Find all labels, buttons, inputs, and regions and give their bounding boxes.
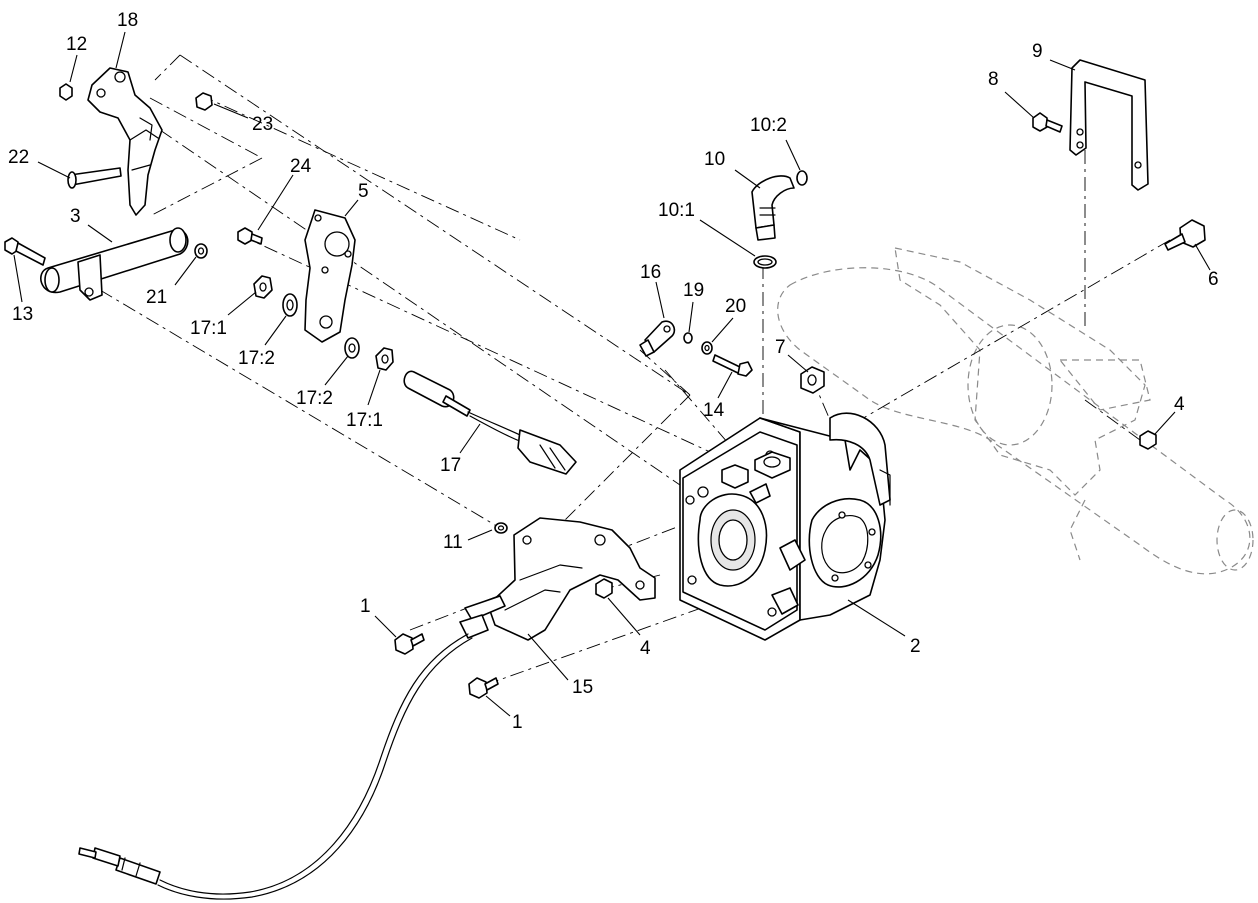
callout-1-upper: 1 bbox=[360, 596, 371, 617]
part-11-washer bbox=[494, 522, 508, 534]
part-13-bolt bbox=[4, 237, 46, 266]
part-21-washer bbox=[194, 243, 208, 259]
part-17-2-washer-lower bbox=[344, 337, 360, 359]
part-24-screw bbox=[237, 227, 263, 245]
callout-14: 14 bbox=[703, 400, 725, 421]
frame-outline bbox=[777, 247, 1254, 575]
callout-12: 12 bbox=[66, 34, 87, 55]
callout-11: 11 bbox=[443, 532, 463, 553]
callout-labels: 18 12 23 22 3 13 21 24 5 17:1 17:2 17:2 … bbox=[8, 10, 1219, 733]
part-16-rod-end bbox=[639, 320, 676, 357]
part-17-2-washer-upper bbox=[282, 293, 298, 317]
callout-6: 6 bbox=[1208, 269, 1219, 290]
callout-17-2-upper: 17:2 bbox=[238, 348, 275, 369]
part-1-bolt-upper bbox=[394, 633, 425, 655]
callout-18: 18 bbox=[117, 10, 138, 31]
part-22-pin bbox=[67, 167, 122, 189]
callout-10-2: 10:2 bbox=[750, 115, 787, 136]
part-4-nut-right bbox=[1139, 430, 1157, 450]
part-1-bolt-lower bbox=[468, 677, 499, 699]
part-6-bolt bbox=[1164, 219, 1206, 251]
callout-8: 8 bbox=[988, 69, 999, 90]
part-3-cylinder bbox=[40, 227, 189, 301]
callout-4-center: 4 bbox=[640, 638, 651, 659]
callout-22: 22 bbox=[8, 147, 29, 168]
callout-16: 16 bbox=[640, 262, 661, 283]
part-9-bracket bbox=[1069, 59, 1149, 191]
callout-17: 17 bbox=[440, 455, 461, 476]
part-17-1-nut-upper bbox=[253, 275, 273, 299]
callout-21: 21 bbox=[146, 287, 167, 308]
callout-5: 5 bbox=[358, 181, 369, 202]
part-14-bolt bbox=[712, 354, 753, 377]
callout-10-1: 10:1 bbox=[658, 200, 695, 221]
callout-17-1-upper: 17:1 bbox=[190, 318, 227, 339]
part-19-washer bbox=[683, 332, 693, 344]
part-10-elbow-fitting bbox=[751, 175, 795, 241]
callout-10: 10 bbox=[704, 149, 725, 170]
callout-17-1-lower: 17:1 bbox=[346, 410, 383, 431]
part-18-lever-arm bbox=[87, 67, 163, 216]
part-20-washer bbox=[701, 341, 713, 355]
part-23-nut bbox=[195, 92, 213, 111]
part-10-1-o-ring bbox=[753, 255, 777, 269]
part-17-sensor bbox=[403, 370, 577, 475]
part-15-control-bracket bbox=[464, 517, 656, 641]
callout-23: 23 bbox=[252, 114, 273, 135]
part-5-mounting-plate bbox=[304, 209, 356, 343]
callout-1-lower: 1 bbox=[512, 712, 523, 733]
callout-2: 2 bbox=[910, 636, 921, 657]
part-17-1-nut-lower bbox=[375, 347, 394, 371]
callout-17-2-lower: 17:2 bbox=[296, 388, 333, 409]
part-7-nut bbox=[800, 366, 825, 394]
callout-20: 20 bbox=[725, 296, 746, 317]
callout-19: 19 bbox=[683, 280, 704, 301]
callout-9: 9 bbox=[1032, 41, 1043, 62]
part-8-bolt bbox=[1032, 112, 1063, 133]
part-4-nut-center bbox=[595, 578, 613, 599]
part-12-nut bbox=[59, 83, 73, 101]
control-cable bbox=[78, 614, 489, 900]
callout-3: 3 bbox=[70, 206, 81, 227]
callout-7: 7 bbox=[775, 337, 786, 358]
part-10-2-o-ring bbox=[796, 170, 808, 186]
callout-15: 15 bbox=[572, 677, 593, 698]
callout-4-right: 4 bbox=[1174, 394, 1185, 415]
part-2-pump-body bbox=[679, 412, 891, 641]
callout-24: 24 bbox=[290, 156, 312, 177]
leader-lines bbox=[13, 31, 1211, 717]
callout-13: 13 bbox=[12, 304, 33, 325]
